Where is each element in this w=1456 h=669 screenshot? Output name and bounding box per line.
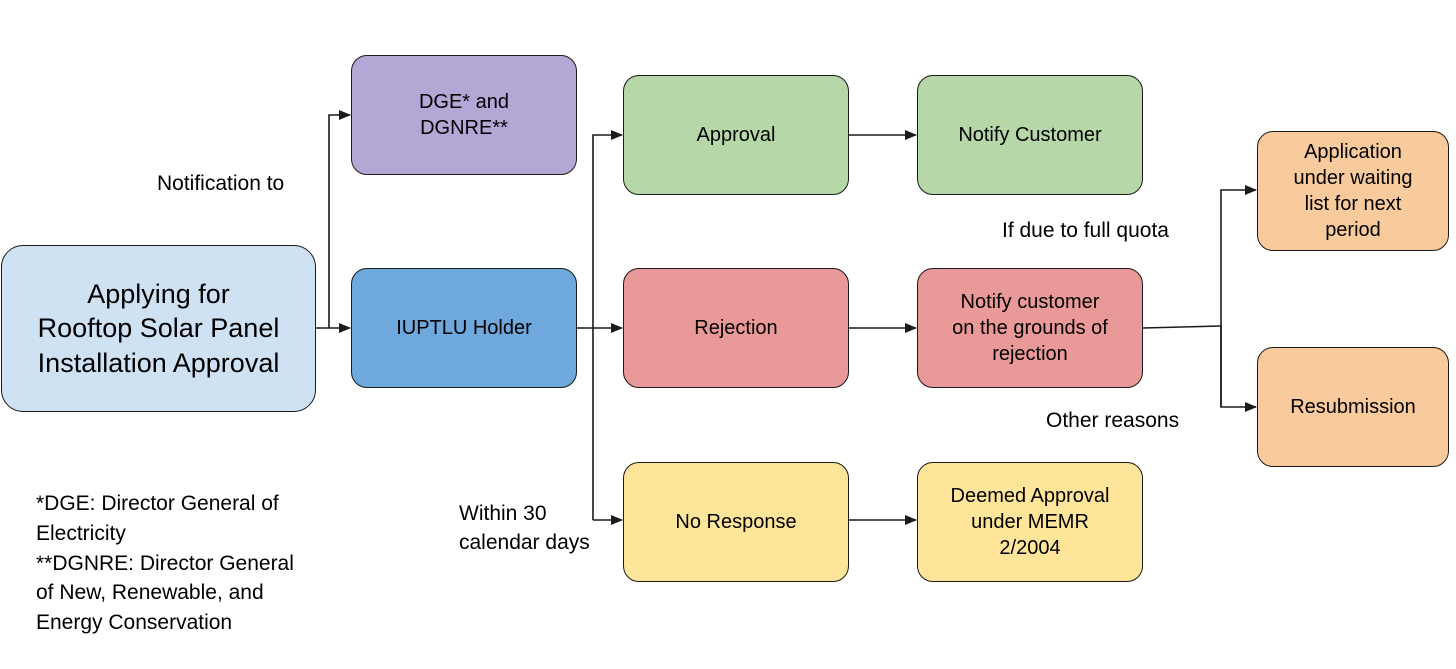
- notify-customer-node: Notify Customer: [917, 75, 1143, 195]
- arrow-start-to-dge: [328, 110, 351, 328]
- notification-to-label: Notification to: [157, 172, 285, 195]
- dge-dgnre-label: DGE* and DGNRE**: [418, 91, 510, 139]
- iuptlu-holder-label: IUPTLU Holder: [396, 317, 532, 339]
- rejection-node: Rejection: [623, 268, 849, 388]
- arrow-to-outcome-branch: [1142, 325, 1222, 329]
- start-node: Applying for Rooftop Solar Panel Install…: [1, 245, 316, 412]
- rejection-label: Rejection: [694, 317, 778, 339]
- waiting-list-label: Application under waiting list for next …: [1293, 141, 1413, 241]
- deemed-approval-label: Deemed Approval under MEMR 2/2004: [950, 485, 1110, 559]
- within-days-label: Within 30 calendar days: [459, 502, 590, 555]
- notify-rejection-label: Notify customer on the grounds of reject…: [952, 291, 1108, 365]
- notify-rejection-node: Notify customer on the grounds of reject…: [917, 268, 1143, 388]
- dge-dgnre-node: DGE* and DGNRE**: [351, 55, 577, 175]
- arrow-trunk-to-approval: [592, 130, 623, 520]
- waiting-list-node: Application under waiting list for next …: [1257, 131, 1449, 251]
- other-reasons-label: Other reasons: [1046, 409, 1180, 432]
- approval-label: Approval: [696, 124, 776, 146]
- resubmission-node: Resubmission: [1257, 347, 1449, 467]
- abbreviation-footnote: *DGE: Director General of Electricity **…: [36, 492, 294, 635]
- arrow-to-resubmission: [1220, 326, 1257, 412]
- full-quota-label: If due to full quota: [1002, 219, 1169, 242]
- approval-node: Approval: [623, 75, 849, 195]
- no-response-node: No Response: [623, 462, 849, 582]
- notify-customer-label: Notify Customer: [958, 124, 1102, 146]
- start-node-label: Applying for Rooftop Solar Panel Install…: [37, 278, 280, 378]
- iuptlu-holder-node: IUPTLU Holder: [351, 268, 577, 388]
- no-response-label: No Response: [675, 511, 797, 533]
- arrow-to-waiting-list: [1220, 185, 1257, 407]
- deemed-approval-node: Deemed Approval under MEMR 2/2004: [917, 462, 1143, 582]
- resubmission-label: Resubmission: [1290, 396, 1416, 418]
